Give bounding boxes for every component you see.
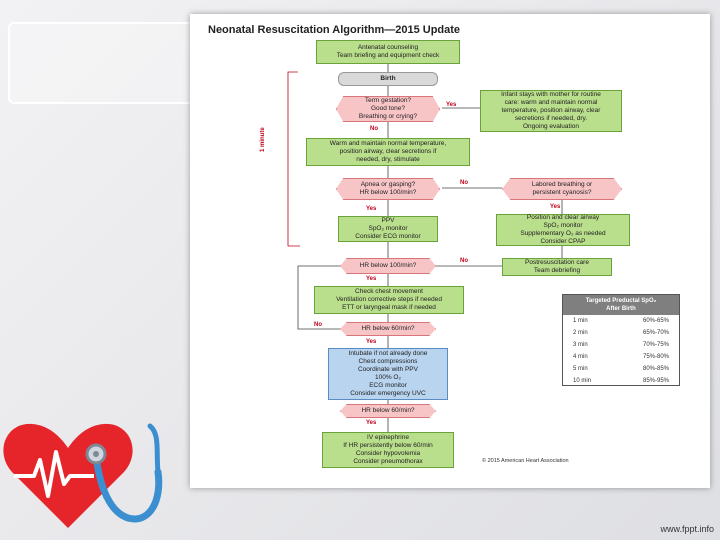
step-iv-epinephrine: IV epinephrine If HR persistently below …	[322, 432, 454, 468]
copyright-notice: © 2015 American Heart Association	[482, 458, 569, 464]
algorithm-document: Neonatal Resuscitation Algorithm—2015 Up…	[190, 14, 710, 488]
step-antenatal-counseling: Antenatal counseling Team briefing and e…	[316, 40, 460, 64]
decision-labored-breathing: Labored breathing or persistent cyanosis…	[502, 178, 622, 200]
step-position-airway: Position and clear airway SpO₂ monitor S…	[496, 214, 630, 246]
decision-hr-below-100: HR below 100/min?	[340, 258, 436, 274]
spo2-table-title: Targeted Preductal SpO₂ After Birth	[563, 295, 679, 315]
step-birth: Birth	[338, 72, 438, 86]
decision-hr-below-60: HR below 60/min?	[340, 322, 436, 336]
no-label: No	[370, 126, 378, 132]
no-label: No	[460, 258, 468, 264]
flow-lines	[287, 64, 563, 432]
site-url[interactable]: www.fppt.info	[660, 524, 714, 534]
decision-term-gestation: Term gestation? Good tone? Breathing or …	[336, 96, 440, 122]
yes-label: Yes	[366, 420, 377, 426]
yes-label: Yes	[366, 339, 377, 345]
yes-label: Yes	[366, 276, 377, 282]
step-check-chest-movement: Check chest movement Ventilation correct…	[314, 286, 464, 314]
step-routine-care: Infant stays with mother for routine car…	[480, 90, 622, 132]
step-ppv: PPV SpO₂ monitor Consider ECG monitor	[338, 216, 438, 242]
side-time-label: 1 minute	[260, 127, 266, 152]
spo2-target-table: Targeted Preductal SpO₂ After Birth 1 mi…	[562, 294, 680, 386]
step-warm-stimulate: Warm and maintain normal temperature, po…	[306, 138, 470, 166]
yes-label: Yes	[366, 206, 377, 212]
decision-hr-below-60-repeat: HR below 60/min?	[340, 404, 436, 418]
no-label: No	[460, 180, 468, 186]
decision-apnea-gasping: Apnea or gasping? HR below 100/min?	[336, 178, 440, 200]
document-title: Neonatal Resuscitation Algorithm—2015 Up…	[208, 24, 461, 36]
no-label: No	[314, 322, 322, 328]
step-intubate-compressions: Intubate if not already done Chest compr…	[328, 348, 448, 400]
yes-label: Yes	[550, 204, 561, 210]
heart-stethoscope-logo	[3, 423, 163, 528]
yes-label: Yes	[446, 102, 457, 108]
step-postresuscitation-care: Postresuscitation care Team debriefing	[502, 258, 612, 276]
